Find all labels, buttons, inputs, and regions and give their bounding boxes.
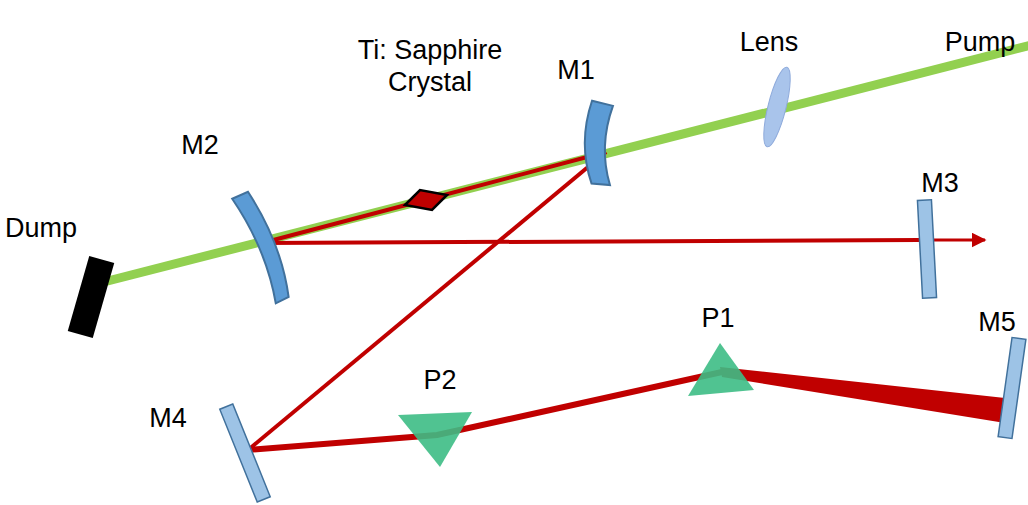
part-label: Dump xyxy=(3,212,79,244)
part-label: M3 xyxy=(910,167,970,199)
part-label: P1 xyxy=(688,302,748,334)
beam-dump xyxy=(68,256,114,338)
ti-sapphire-crystal xyxy=(405,190,447,210)
part-label: P2 xyxy=(410,364,470,396)
prism xyxy=(688,343,754,396)
part-label: M5 xyxy=(969,306,1025,338)
cavity-beam xyxy=(248,372,722,450)
part-label: M4 xyxy=(138,402,198,434)
flat-mirror xyxy=(220,404,270,502)
dispersed-beam xyxy=(720,367,1005,423)
pump-beam xyxy=(92,44,1028,285)
curved-mirror xyxy=(578,98,624,188)
lens xyxy=(758,65,795,149)
output-beam xyxy=(928,239,985,242)
cavity-beam xyxy=(248,152,985,450)
curved-mirror xyxy=(231,188,290,307)
part-label: M1 xyxy=(546,54,606,86)
part-label: M2 xyxy=(170,129,230,161)
flat-mirror xyxy=(917,200,936,299)
prism xyxy=(398,412,472,467)
part-label: Ti: Sapphire Crystal xyxy=(335,34,525,99)
flat-mirror xyxy=(998,338,1026,439)
part-label: Lens xyxy=(724,26,814,58)
part-label: Pump xyxy=(935,26,1025,58)
cavity-beam xyxy=(248,152,606,450)
cavity-beam xyxy=(262,240,920,243)
